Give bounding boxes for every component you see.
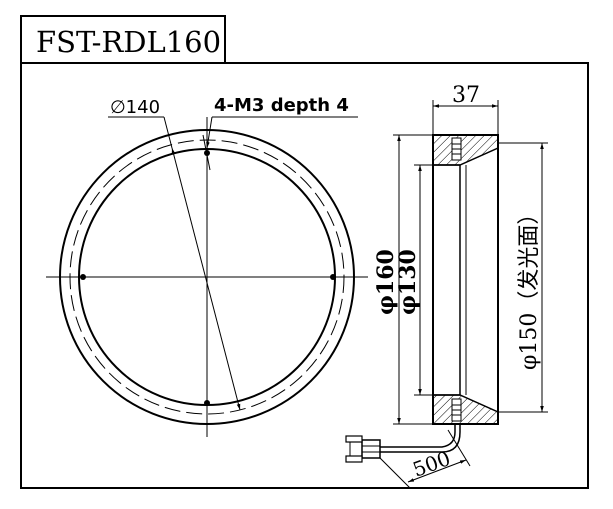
side-view: 37 φ160 φ130 φ150（发光面	[345, 83, 548, 489]
cable	[380, 424, 456, 448]
title-box: FST-RDL160	[20, 15, 226, 63]
hole-leader-tick	[202, 134, 211, 171]
hole-leader-line	[206, 116, 213, 149]
hole-label: 4-M3 depth 4	[214, 95, 349, 116]
top-section-hatch	[432, 134, 499, 166]
mounting-hole-right	[330, 274, 336, 280]
outer-dia-label: φ160	[373, 249, 399, 315]
diameter-dimension-line	[171, 147, 241, 411]
cable-length-dimension-line	[407, 459, 467, 483]
bottom-section-hatch	[432, 394, 499, 425]
title-text: FST-RDL160	[36, 25, 221, 59]
drawing-frame	[20, 62, 589, 489]
outer-ring	[59, 129, 355, 425]
inner-dia-label: φ130	[395, 249, 421, 315]
mounting-hole-left	[80, 274, 86, 280]
emit-dia-label: φ150（发光面）	[517, 203, 542, 370]
front-view: ∅140 4-M3 depth 4	[46, 95, 368, 437]
width-label: 37	[452, 83, 480, 108]
diameter-leader-extension	[163, 116, 173, 149]
diameter-label: ∅140	[110, 97, 160, 118]
mounting-hole-bottom	[204, 400, 210, 406]
cable-length-ext-right	[447, 429, 471, 467]
mounting-hole-pitch-circle	[69, 139, 345, 415]
connector	[345, 435, 381, 463]
cable-length-ext-left	[379, 457, 411, 489]
